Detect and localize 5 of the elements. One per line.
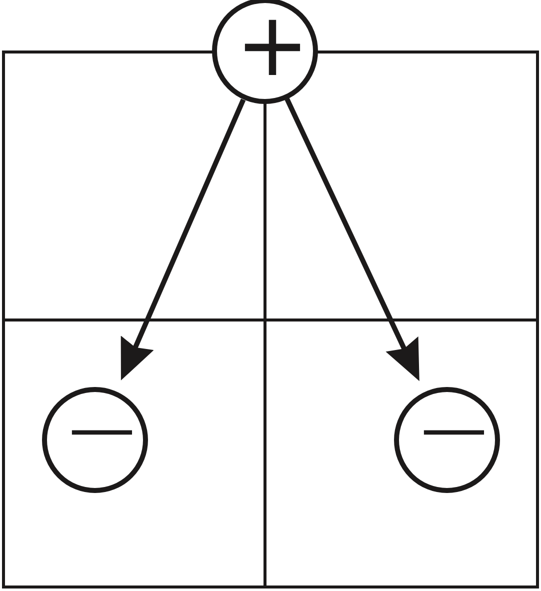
charge-sign: − bbox=[414, 404, 494, 458]
charge-sign: − bbox=[62, 404, 142, 458]
arrow bbox=[284, 98, 422, 382]
charge-sign: + bbox=[236, 1, 310, 89]
arrow bbox=[118, 98, 246, 382]
